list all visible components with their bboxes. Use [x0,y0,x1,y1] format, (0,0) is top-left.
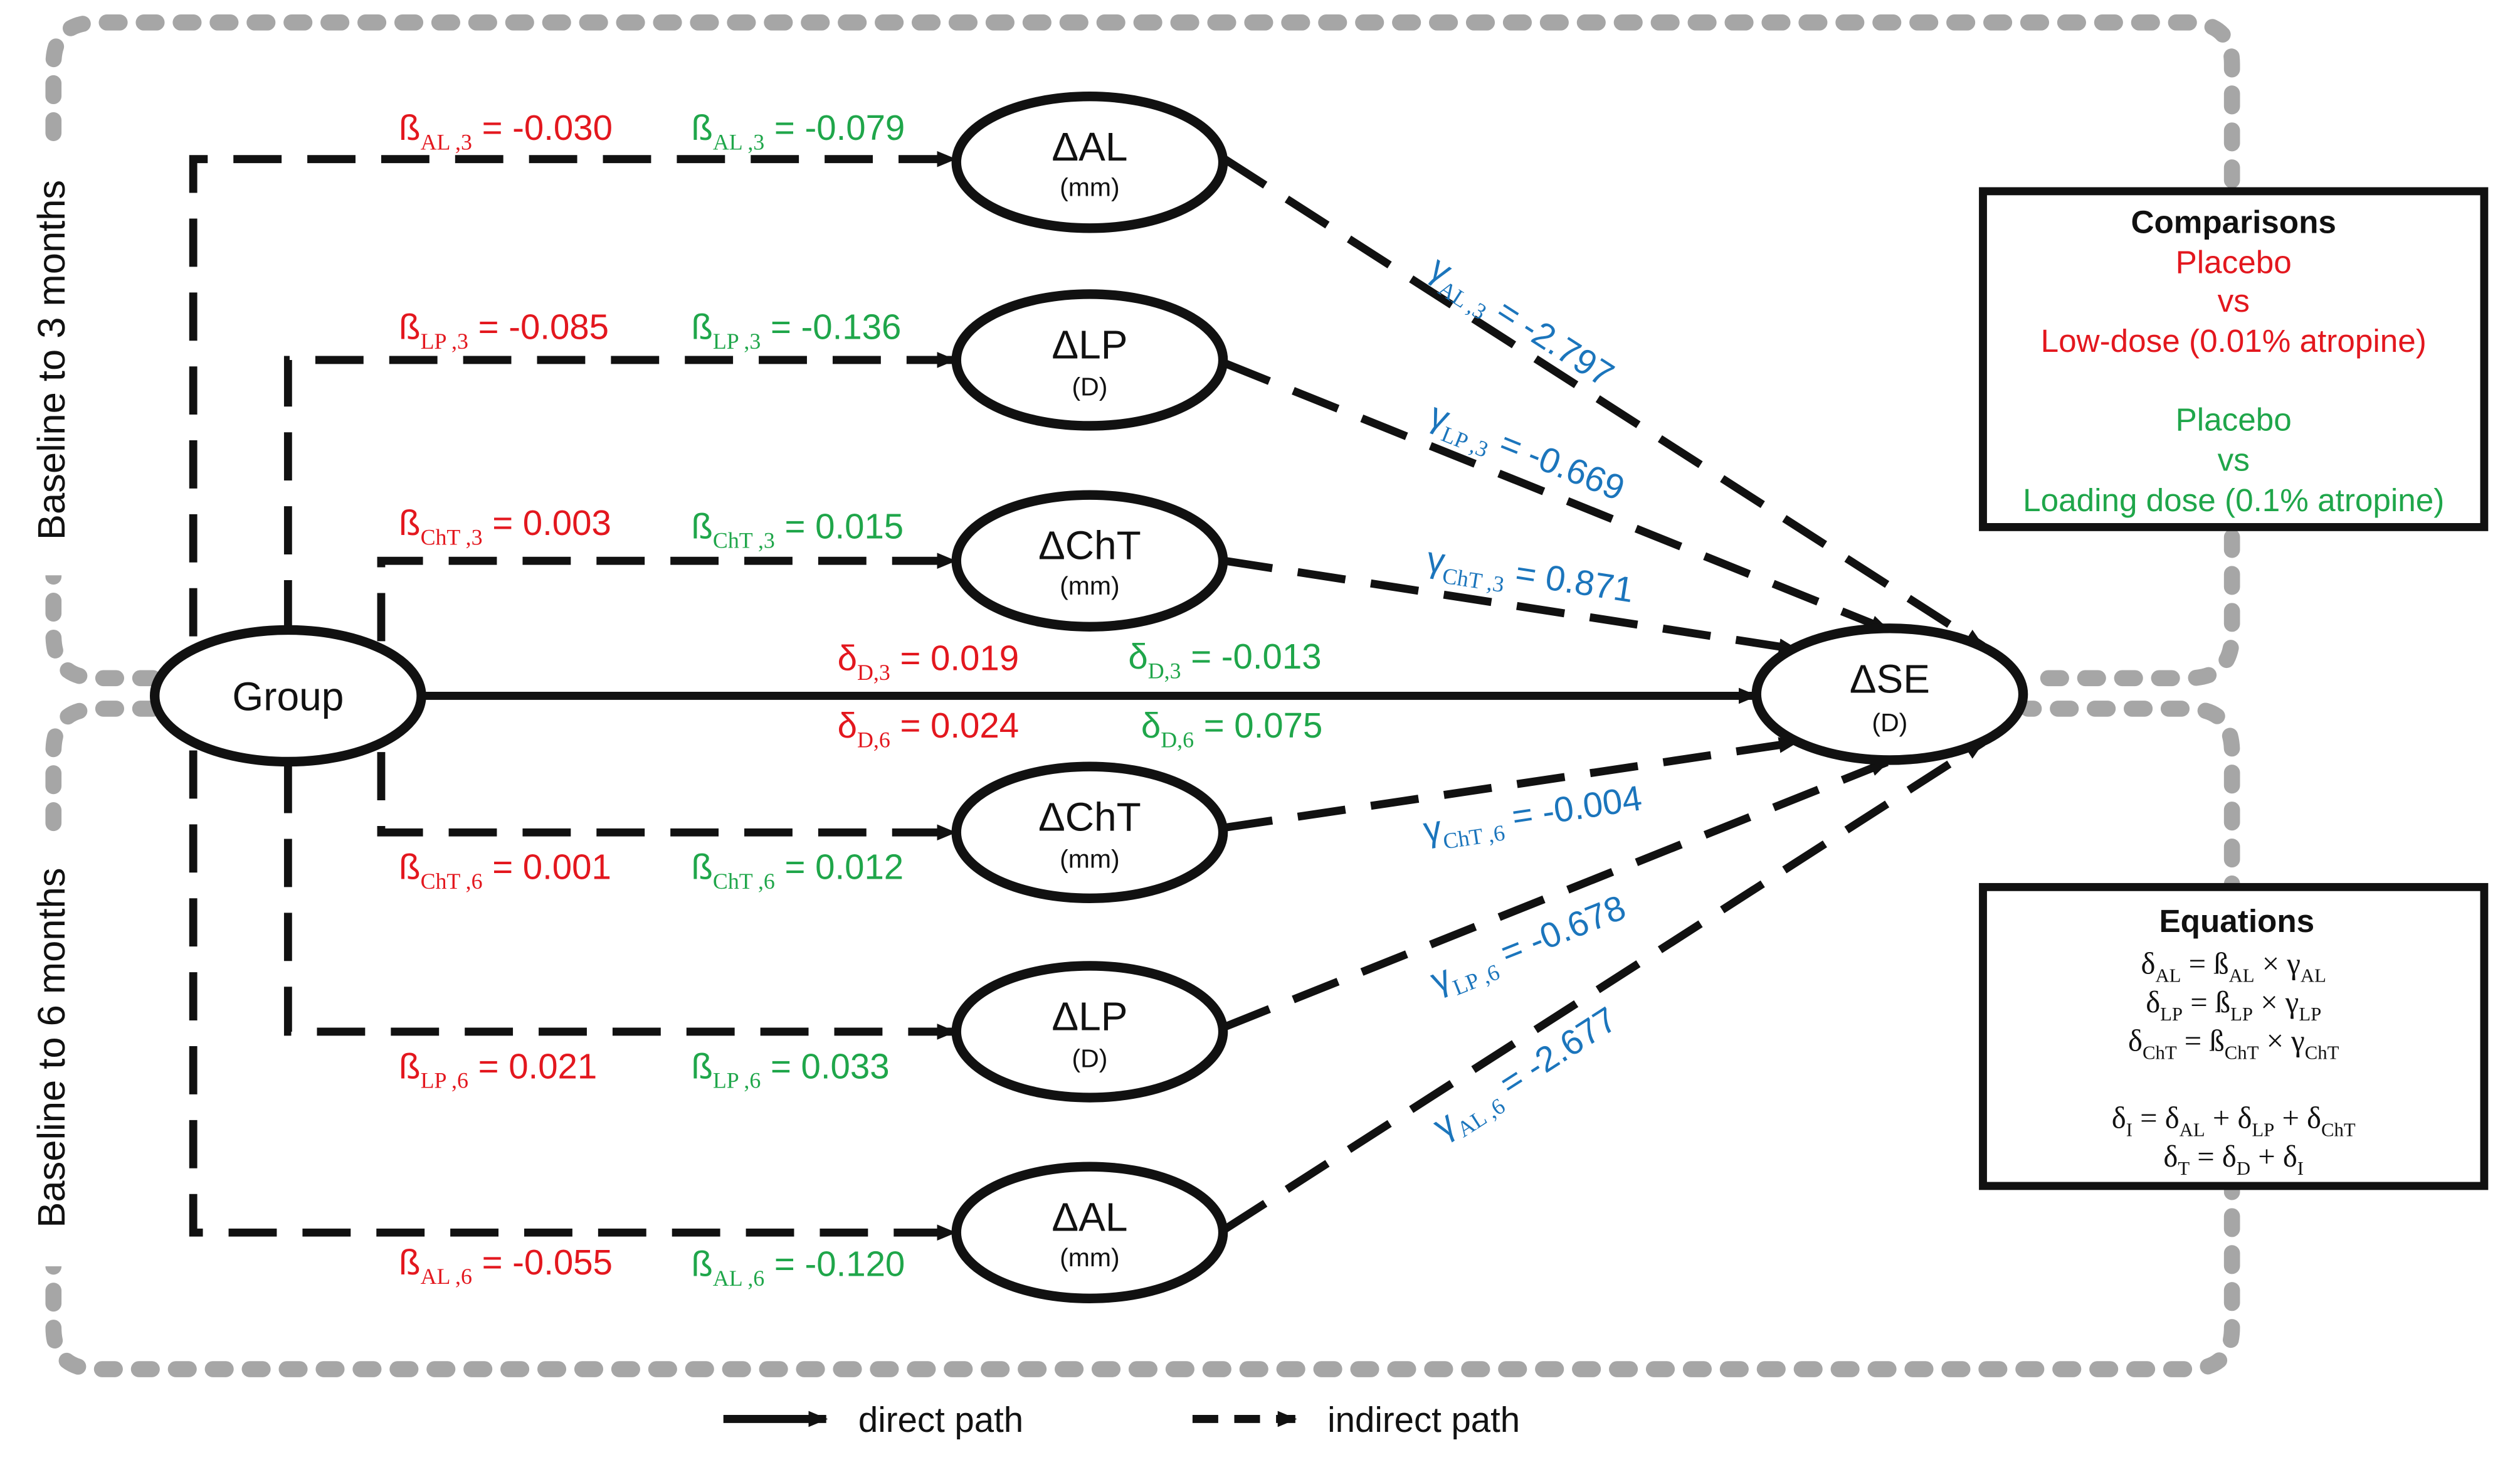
node-lp-3-months: ΔLP (D) [951,289,1228,431]
node-cht-6-label: ΔChT [1038,795,1141,840]
node-cht-3-unit: (mm) [1060,571,1120,600]
period-frame-3-months [45,14,2240,687]
equations-box: Equations δAL = ßAL × γAL δLP = ßLP × γL… [1979,882,2489,1190]
coef-beta-al3-red: ßAL ,3 = -0.030 [399,108,613,154]
node-se-label: ΔSE [1850,656,1930,701]
coef-delta-d3-green: δD,3 = -0.013 [1128,637,1321,683]
comparison-1-vs: vs [2218,283,2250,319]
equation-delta-cht: δChT = ßChT × γChT [2128,1024,2339,1064]
node-cht-6-unit: (mm) [1060,845,1120,874]
equation-delta-al: δAL = ßAL × γAL [2141,947,2326,987]
comparison-1-a: Placebo [2176,245,2292,280]
comparison-2-b: Loading dose (0.1% atropine) [2023,482,2444,518]
coef-beta-cht6-red: ßChT ,6 = 0.001 [399,847,611,894]
path-group-to-cht6 [377,752,957,841]
coef-delta-d6-red: δD,6 = 0.024 [838,706,1019,752]
comparisons-title: Comparisons [2131,204,2336,240]
coef-beta-lp6-red: ßLP ,6 = 0.021 [399,1046,597,1093]
node-se: ΔSE (D) [1751,623,2028,765]
path-group-to-al6 [189,750,957,1241]
node-al-3-unit: (mm) [1060,173,1120,202]
path-lp6-to-se [1223,758,1890,1031]
period-label-3-months: Baseline to 3 months [30,180,73,540]
path-group-to-cht3 [377,553,957,642]
node-lp-6-label: ΔLP [1052,993,1127,1039]
equation-delta-total: δT = δD + δI [2163,1140,2304,1179]
node-lp-6-months: ΔLP (D) [951,961,1228,1103]
node-al-3-months: ΔAL (mm) [951,92,1228,233]
equations-title: Equations [2159,903,2315,939]
node-cht-3-months: ΔChT (mm) [951,490,1228,632]
path-group-to-lp3 [283,352,957,628]
path-lp3-to-se [1223,359,1890,634]
comparisons-box: Comparisons Placebo vs Low-dose (0.01% a… [1979,187,2489,531]
equation-delta-lp: δLP = ßLP × γLP [2146,985,2321,1025]
coef-beta-lp6-green: ßLP ,6 = 0.033 [691,1046,889,1093]
coef-beta-lp3-red: ßLP ,3 = -0.085 [399,307,609,354]
coef-gamma-al6: γAL ,6 = -2.677 [1426,999,1628,1152]
node-se-unit: (D) [1872,708,1907,737]
coef-beta-al6-green: ßAL ,6 = -0.120 [691,1244,905,1290]
node-lp-6-unit: (D) [1072,1044,1107,1072]
comparison-2-a: Placebo [2176,402,2292,438]
node-group: Group [150,625,426,767]
equation-delta-indirect: δI = δAL + δLP + δChT [2112,1101,2356,1141]
path-group-to-al3 [189,151,957,637]
path-group-to-lp6 [283,765,957,1040]
coef-beta-cht6-green: ßChT ,6 = 0.012 [691,847,904,894]
comparison-2-vs: vs [2218,442,2250,478]
legend-indirect-label: indirect path [1327,1400,1520,1439]
legend: direct path indirect path [723,1400,1520,1439]
node-al-6-label: ΔAL [1052,1195,1127,1240]
path-cht6-to-se [1224,737,1798,832]
period-frame-6-months [45,701,2240,1377]
coef-beta-lp3-green: ßLP ,3 = -0.136 [691,307,901,354]
coef-beta-al3-green: ßAL ,3 = -0.079 [691,108,905,154]
node-al-6-months: ΔAL (mm) [951,1162,1228,1303]
node-lp-3-unit: (D) [1072,372,1107,401]
node-cht-6-months: ΔChT (mm) [951,761,1228,903]
path-al6-to-se [1222,739,1985,1233]
node-lp-3-label: ΔLP [1052,322,1127,367]
path-al3-to-se [1222,156,1985,650]
path-cht3-to-se [1224,556,1798,655]
coef-beta-al6-red: ßAL ,6 = -0.055 [399,1242,613,1289]
coef-beta-cht3-green: ßChT ,3 = 0.015 [691,506,904,553]
node-cht-3-label: ΔChT [1038,523,1141,568]
comparison-1-b: Low-dose (0.01% atropine) [2041,323,2427,359]
node-group-label: Group [232,674,344,719]
legend-direct-label: direct path [858,1400,1023,1439]
node-al-3-label: ΔAL [1052,124,1127,169]
coef-gamma-al3: γAL ,3 = -2.797 [1419,248,1621,400]
coef-delta-d6-green: δD,6 = 0.075 [1141,706,1322,752]
coef-beta-cht3-red: ßChT ,3 = 0.003 [399,503,611,549]
node-al-6-unit: (mm) [1060,1243,1120,1272]
period-label-6-months: Baseline to 6 months [30,867,73,1227]
coef-delta-d3-red: δD,3 = 0.019 [838,638,1019,684]
